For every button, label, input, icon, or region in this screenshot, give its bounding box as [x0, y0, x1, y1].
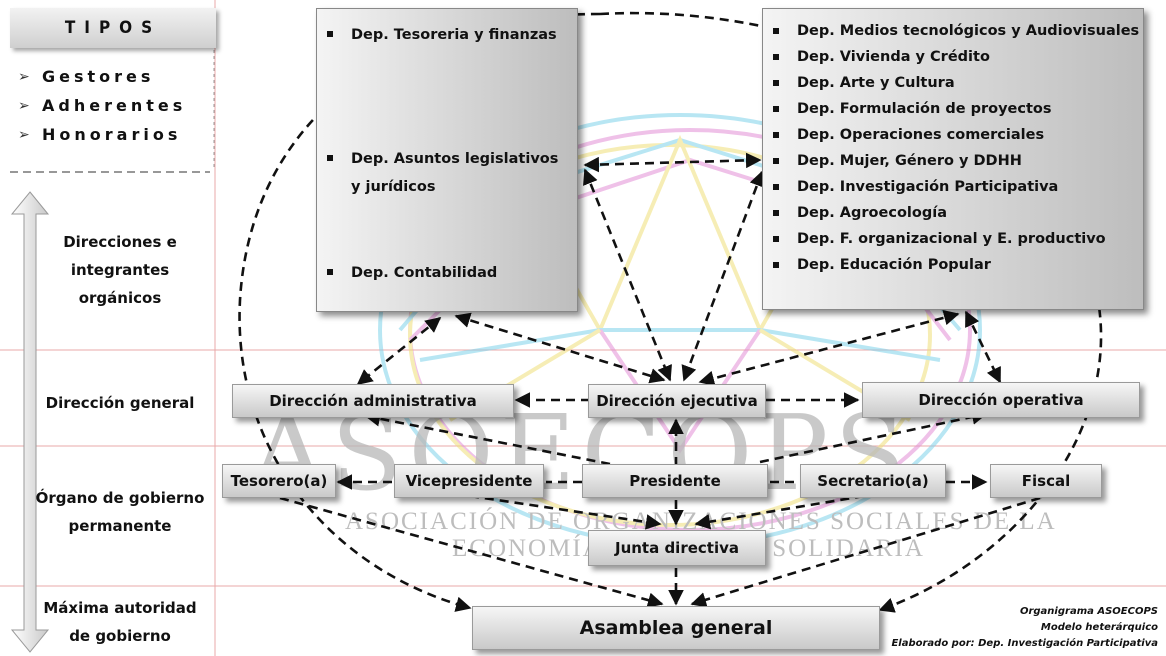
- department-item: Dep. Medios tecnológicos y Audiovisuales: [763, 18, 1143, 44]
- department-item: Dep. Asuntos legislativos: [317, 145, 577, 173]
- tipos-heading: TIPOS: [10, 8, 216, 48]
- level-line: de gobierno: [69, 627, 171, 645]
- level-direcciones: Direcciones e integrantes orgánicos: [22, 228, 218, 312]
- departments-left-panel: Dep. Tesoreria y finanzas Dep. Asuntos l…: [316, 8, 578, 312]
- arrow-bullet-icon: ➢: [18, 126, 30, 143]
- caption-title: Organigrama ASOECOPS: [1019, 606, 1158, 617]
- tipo-item: ➢ Gestores: [18, 62, 186, 91]
- departments-right-panel: Dep. Medios tecnológicos y Audiovisuales…: [762, 8, 1144, 310]
- arrow-bullet-icon: ➢: [18, 68, 30, 85]
- tipo-item: ➢ Adherentes: [18, 91, 186, 120]
- tipo-label: Adherentes: [42, 96, 187, 115]
- department-item: Dep. Investigación Participativa: [763, 174, 1143, 200]
- department-item: Dep. Educación Popular: [763, 252, 1143, 278]
- department-item: Dep. Mujer, Género y DDHH: [763, 148, 1143, 174]
- tipos-list: ➢ Gestores ➢ Adherentes ➢ Honorarios: [18, 62, 186, 149]
- caption-model: Modelo heterárquico: [1040, 622, 1158, 633]
- department-item-continuation: y jurídicos: [351, 179, 436, 195]
- node-secretario: Secretario(a): [800, 464, 946, 498]
- hierarchy-double-arrow-icon: [10, 191, 50, 653]
- node-direccion-ejecutiva: Dirección ejecutiva: [588, 384, 766, 418]
- level-line: orgánicos: [78, 289, 162, 307]
- level-line: Dirección general: [45, 394, 195, 412]
- level-line: permanente: [68, 517, 172, 535]
- level-line: Órgano de gobierno: [35, 489, 205, 507]
- level-maxima: Máxima autoridad de gobierno: [22, 594, 218, 650]
- department-item: Dep. F. organizacional y E. productivo: [763, 226, 1143, 252]
- node-vicepresidente: Vicepresidente: [394, 464, 544, 498]
- node-direccion-operativa: Dirección operativa: [862, 382, 1140, 418]
- node-presidente: Presidente: [582, 464, 768, 498]
- department-item: Dep. Operaciones comerciales: [763, 122, 1143, 148]
- department-item: Dep. Tesoreria y finanzas: [317, 21, 577, 49]
- arrow-bullet-icon: ➢: [18, 97, 30, 114]
- node-junta-directiva: Junta directiva: [588, 530, 766, 566]
- department-item: Dep. Vivienda y Crédito: [763, 44, 1143, 70]
- department-item: Dep. Formulación de proyectos: [763, 96, 1143, 122]
- node-fiscal: Fiscal: [990, 464, 1102, 498]
- department-item: Dep. Arte y Cultura: [763, 70, 1143, 96]
- tipo-item: ➢ Honorarios: [18, 120, 186, 149]
- level-line: Direcciones e: [63, 233, 177, 251]
- node-tesorero: Tesorero(a): [222, 464, 336, 498]
- tipo-label: Gestores: [42, 67, 155, 86]
- level-direccion-general: Dirección general: [22, 389, 218, 417]
- node-asamblea-general: Asamblea general: [472, 606, 880, 650]
- level-line: integrantes: [70, 261, 170, 279]
- level-organo: Órgano de gobierno permanente: [22, 484, 218, 540]
- node-direccion-administrativa: Dirección administrativa: [232, 384, 514, 418]
- caption-author: Elaborado por: Dep. Investigación Partic…: [891, 638, 1158, 649]
- department-item: Dep. Contabilidad: [317, 259, 577, 287]
- level-line: Máxima autoridad: [43, 599, 197, 617]
- tipo-label: Honorarios: [42, 125, 182, 144]
- department-item: Dep. Agroecología: [763, 200, 1143, 226]
